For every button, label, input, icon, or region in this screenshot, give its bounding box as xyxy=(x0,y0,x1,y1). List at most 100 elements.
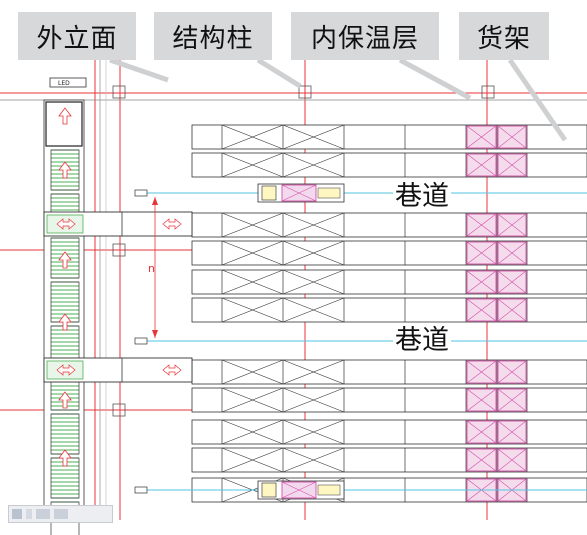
rack-bay-cross xyxy=(497,125,527,149)
rack-row xyxy=(191,387,587,413)
rack-bay-cross xyxy=(221,212,284,238)
aisle-end-stop xyxy=(134,486,148,494)
rack-bay-cross xyxy=(221,269,284,295)
rack-bay-cross xyxy=(466,213,497,237)
rack-row xyxy=(191,447,587,473)
arrow-up-icon xyxy=(58,107,72,125)
rack-bay-cross xyxy=(497,448,527,472)
cad-toolbar-strip[interactable] xyxy=(8,505,113,523)
structural-column xyxy=(298,85,312,99)
rack-bay-cross xyxy=(466,153,497,177)
callout-leader-line xyxy=(256,57,302,89)
callout-leaders xyxy=(109,57,568,142)
aisle-label-upper: 巷道 xyxy=(393,181,451,212)
conveyor-segment xyxy=(50,149,80,191)
rack-bay-cross xyxy=(466,388,497,412)
rack-bay-cross xyxy=(282,447,345,473)
arrow-up-icon xyxy=(58,251,72,269)
double-arrow-icon xyxy=(162,364,182,376)
rack-bay-cross xyxy=(497,241,527,265)
arrow-up-icon xyxy=(58,391,72,409)
rack-bay-cross xyxy=(282,269,345,295)
rack-bay-cross xyxy=(282,419,345,445)
double-arrow-icon xyxy=(56,364,76,376)
conveyor xyxy=(43,99,193,535)
rack-bay-cross xyxy=(466,270,497,294)
arrow-up-icon xyxy=(58,449,72,467)
shuttles xyxy=(257,183,345,500)
structural-column xyxy=(112,243,126,257)
rack-bay-cross xyxy=(466,125,497,149)
rack-bay-cross xyxy=(282,212,345,238)
rack-row xyxy=(191,297,587,323)
rack-bay-cross xyxy=(221,359,284,385)
callout-leader-line xyxy=(398,57,472,101)
rack-bay-cross xyxy=(282,240,345,266)
rack-bay-cross xyxy=(282,124,345,150)
dimension-arrowhead xyxy=(152,330,158,338)
shuttle-cross xyxy=(281,184,317,202)
rack-bay-cross xyxy=(466,360,497,384)
toolbar-dropdown-icon[interactable] xyxy=(26,509,32,519)
rack-bay-cross xyxy=(466,298,497,322)
dimension-marker: n xyxy=(148,197,158,338)
shuttle-tail xyxy=(317,187,341,199)
double-arrow-icon xyxy=(56,218,76,230)
callout-structural-column: 结构柱 xyxy=(154,12,272,60)
rack-bay-cross xyxy=(282,387,345,413)
rack-bay-cross xyxy=(282,297,345,323)
facade-wall xyxy=(0,60,587,520)
structural-column xyxy=(481,85,495,99)
aisle-guide-lines xyxy=(134,189,587,494)
callout-leader-line xyxy=(109,57,169,83)
rack-bay-cross xyxy=(497,270,527,294)
shuttle-cab xyxy=(261,185,277,201)
arrow-up-icon xyxy=(58,313,72,331)
rack-bay-cross xyxy=(221,419,284,445)
rack-bay-cross xyxy=(497,388,527,412)
rack-bay-cross xyxy=(497,360,527,384)
aisle-end-stop xyxy=(134,337,148,345)
rack-bay-cross xyxy=(282,359,345,385)
structural-column xyxy=(112,85,126,99)
rack-row xyxy=(191,359,587,385)
rack-bay-cross xyxy=(497,298,527,322)
arrow-up-icon xyxy=(58,161,72,179)
shuttle-tail xyxy=(317,484,341,496)
rack-row xyxy=(191,124,587,150)
rack-bay-cross xyxy=(466,420,497,444)
rack-bay-cross xyxy=(466,448,497,472)
rack-bay-cross xyxy=(497,420,527,444)
rack-row xyxy=(191,240,587,266)
double-arrow-icon xyxy=(162,218,182,230)
toolbar-icon[interactable] xyxy=(12,509,22,519)
structural-column xyxy=(112,403,126,417)
rack-bay-cross xyxy=(221,124,284,150)
led-sign: LED xyxy=(49,77,87,88)
rack-bay-cross xyxy=(221,152,284,178)
aisle-label-lower: 巷道 xyxy=(393,325,451,356)
callout-leader-line xyxy=(507,58,568,142)
led-label: LED xyxy=(58,80,70,87)
rack-row xyxy=(191,419,587,445)
shuttle-cab xyxy=(261,482,277,498)
toolbar-icon-2[interactable] xyxy=(36,509,50,519)
rack-bay-cross xyxy=(221,240,284,266)
conveyor-segment xyxy=(50,237,80,279)
dimension-arrowhead xyxy=(152,197,158,205)
rack-bay-cross xyxy=(221,387,284,413)
rack-row xyxy=(191,152,587,178)
rack-bay-cross xyxy=(282,152,345,178)
rack-bay-cross xyxy=(221,297,284,323)
rack-bay-cross xyxy=(497,153,527,177)
callout-facade: 外立面 xyxy=(18,12,136,60)
rack-bay-cross xyxy=(497,213,527,237)
rack-rows xyxy=(191,124,587,503)
toolbar-icon-3[interactable] xyxy=(54,509,68,519)
rack-row xyxy=(191,269,587,295)
rack-row xyxy=(191,212,587,238)
aisle-end-stop xyxy=(134,189,148,197)
shuttle-cross xyxy=(281,481,317,499)
rack-bay-cross xyxy=(466,241,497,265)
rack-bay-cross xyxy=(221,447,284,473)
